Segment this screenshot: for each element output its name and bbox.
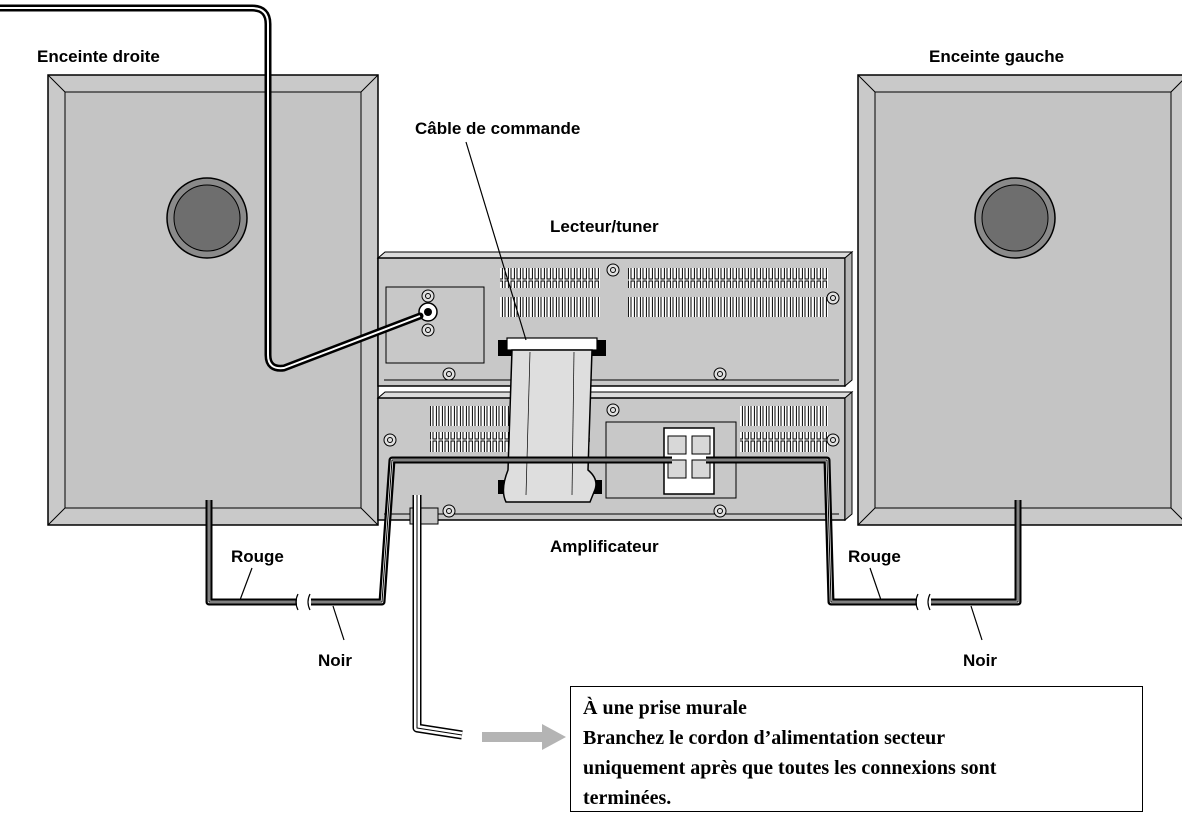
speaker-terminal-icon	[663, 427, 715, 495]
black-wire-label-right: Noir	[963, 651, 997, 670]
speaker-wire-right	[205, 456, 672, 611]
note-line: uniquement après que toutes les connexio…	[583, 757, 997, 779]
power-note-box: À une prise murale Branchez le cordon d’…	[570, 686, 1143, 812]
speaker-wire-left	[706, 456, 1022, 611]
player-tuner-label: Lecteur/tuner	[550, 217, 659, 236]
player-tuner-unit	[376, 250, 854, 388]
left-speaker-label: Enceinte gauche	[929, 47, 1064, 66]
amplifier-label: Amplificateur	[550, 537, 659, 556]
leader-lines	[239, 141, 983, 641]
power-cord	[412, 495, 463, 740]
right-speaker	[47, 74, 379, 526]
speaker-control-cord	[0, 4, 424, 372]
control-cable-label: Câble de commande	[415, 119, 580, 138]
left-speaker	[857, 74, 1182, 526]
control-jack-icon	[418, 289, 438, 337]
woofer-icon	[974, 177, 1056, 259]
control-ribbon-cable	[502, 349, 597, 503]
note-line: terminées.	[583, 787, 672, 809]
note-line: Branchez le cordon d’alimentation secteu…	[583, 727, 946, 749]
arrow-right-icon	[482, 724, 566, 750]
woofer-icon	[166, 177, 248, 259]
red-wire-label-left: Rouge	[231, 547, 284, 566]
black-wire-label-left: Noir	[318, 651, 352, 670]
red-wire-label-right: Rouge	[848, 547, 901, 566]
screw-icon	[442, 263, 840, 381]
screw-icon	[383, 403, 840, 518]
right-speaker-label: Enceinte droite	[37, 47, 160, 66]
note-title: À une prise murale	[583, 697, 747, 719]
